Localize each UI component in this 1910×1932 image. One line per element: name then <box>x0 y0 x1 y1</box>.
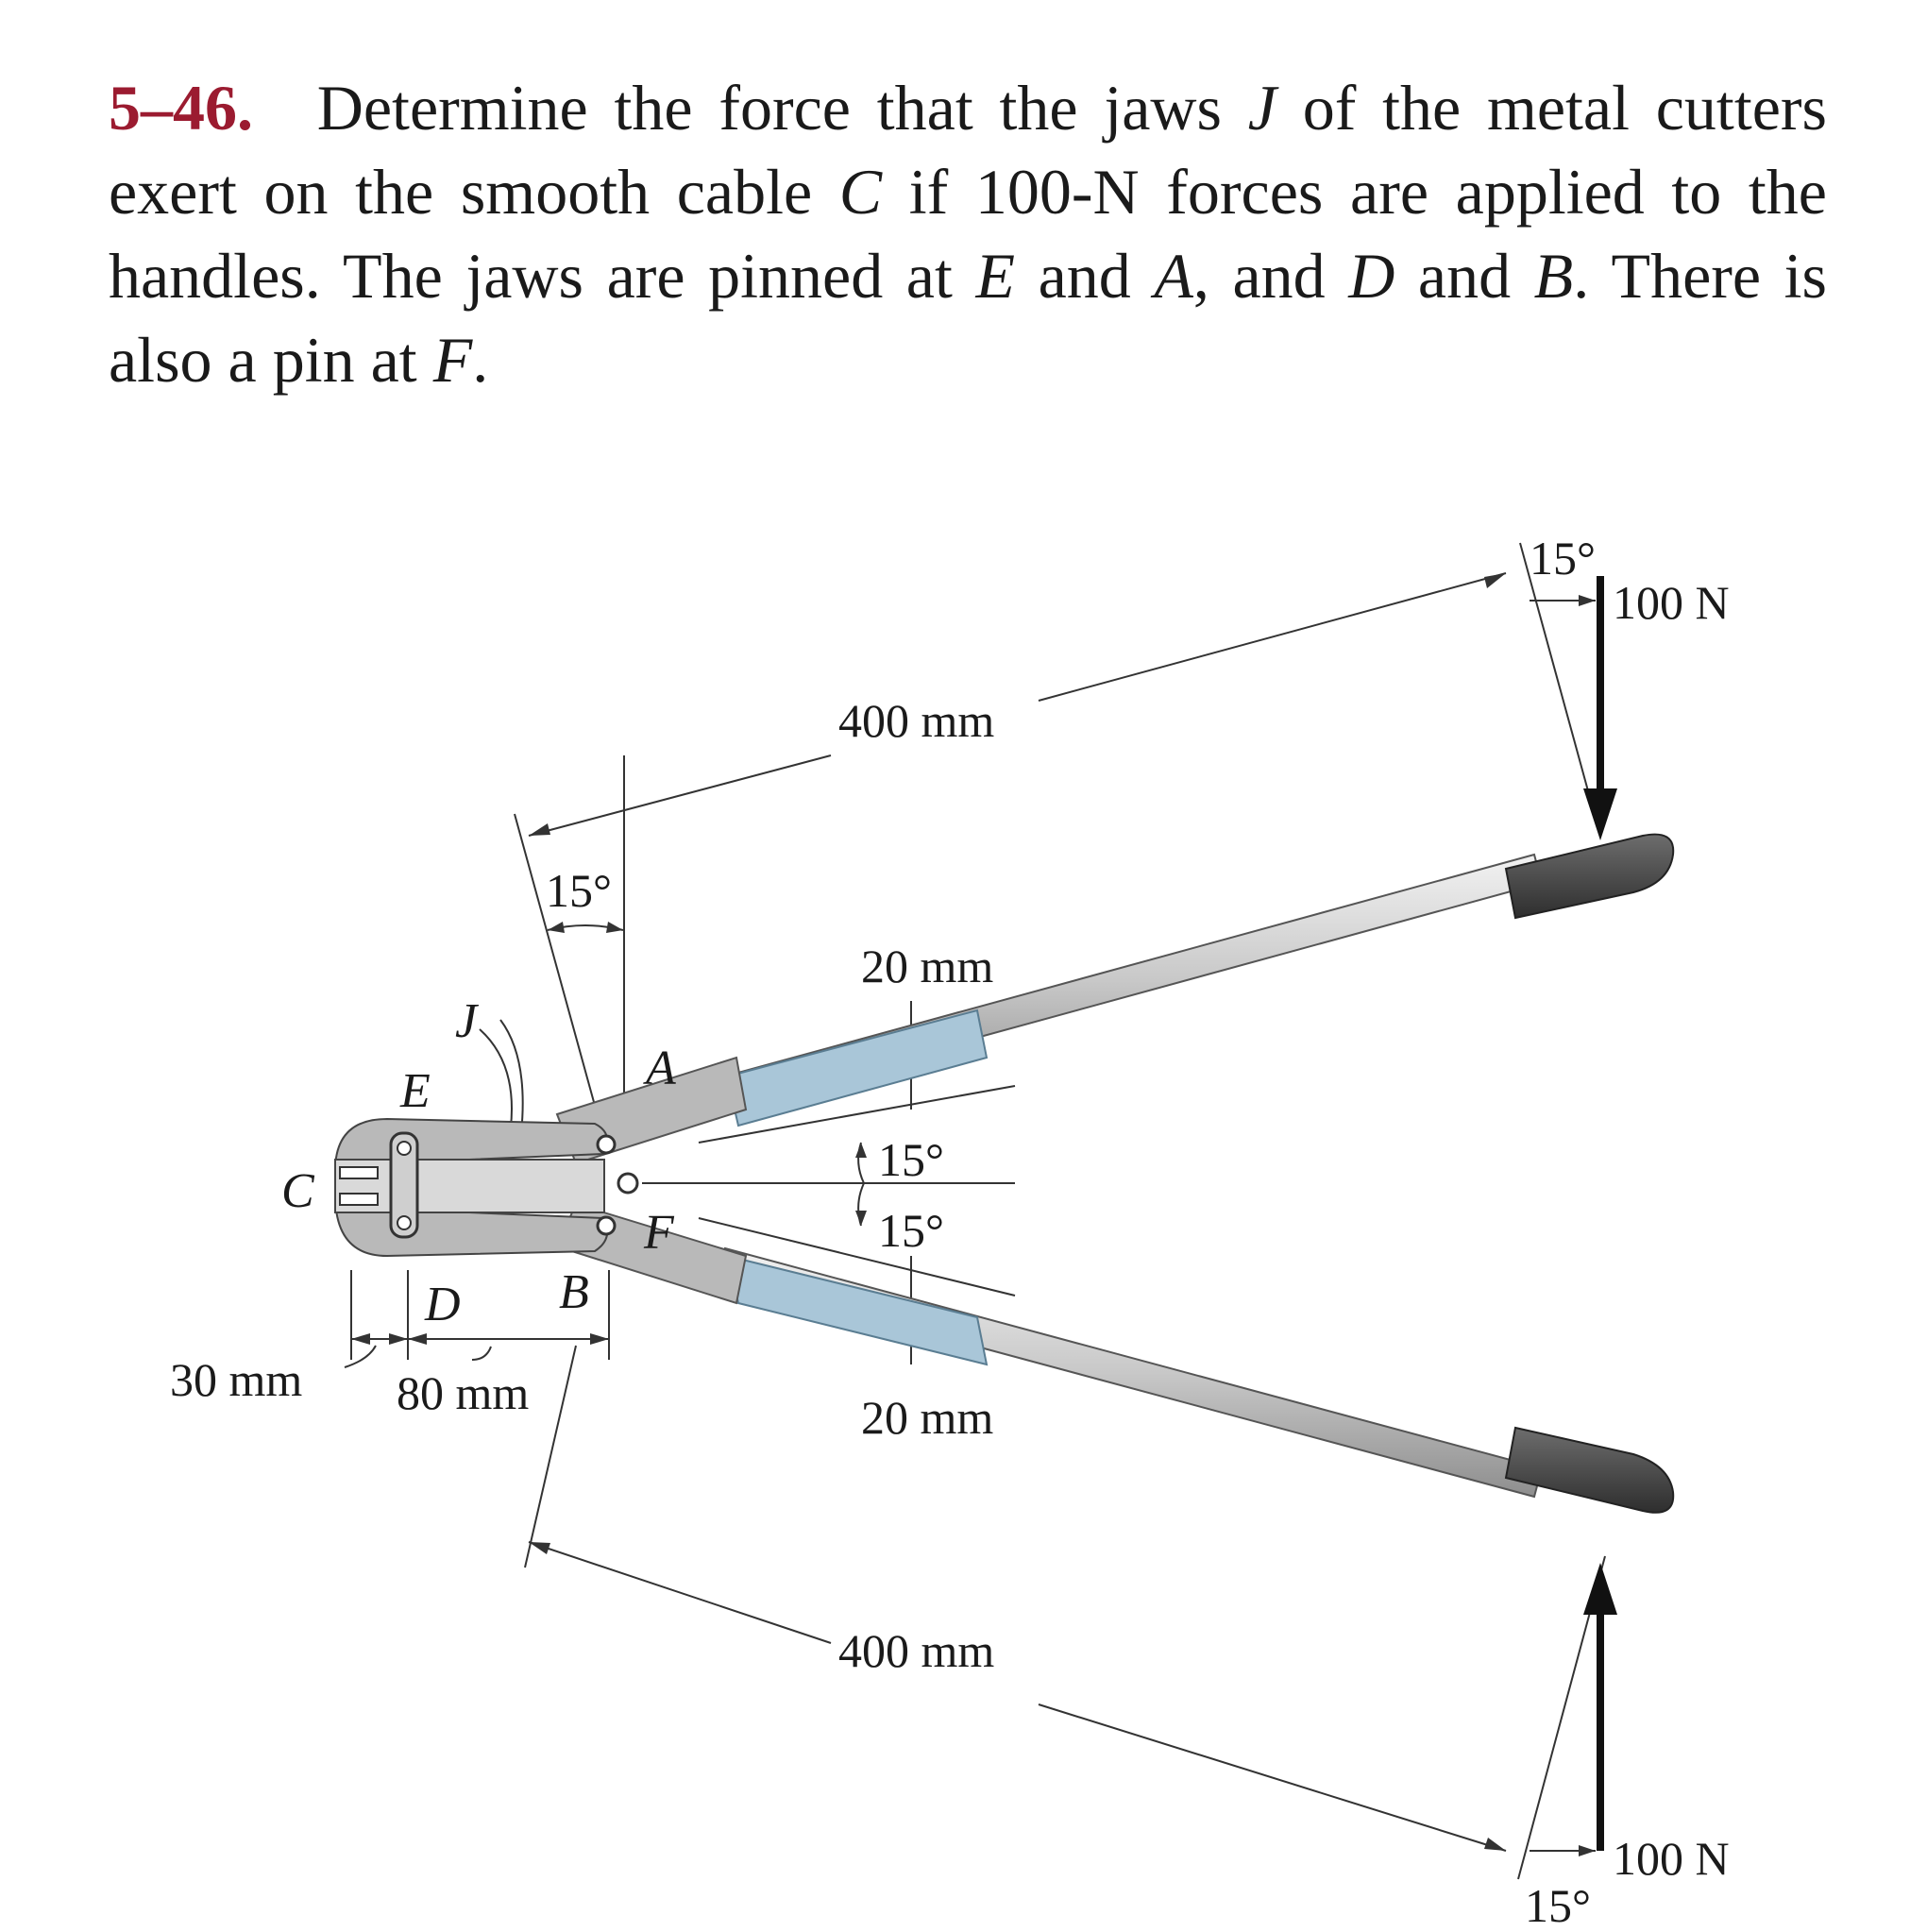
text-segment: if 100-N forces are applied to the handl… <box>109 156 1827 312</box>
text-segment: . There is also a pin at <box>109 240 1828 396</box>
symbol-J: J <box>1247 72 1276 144</box>
dimension-lines <box>344 542 1606 1880</box>
label-C: C <box>281 1164 315 1218</box>
force-top-label: 100 N <box>1613 576 1730 629</box>
problem-statement: 5–46. Determine the force that the jaws … <box>109 66 1827 402</box>
text-segment: of the metal cutters exert on the smooth… <box>109 72 1828 228</box>
length-top-label: 400 mm <box>838 694 994 747</box>
problem-number: 5–46. <box>109 72 253 144</box>
label-A: A <box>643 1042 676 1095</box>
angle-mid-bottom-label: 15° <box>878 1204 944 1257</box>
grip-top-label: 20 mm <box>861 940 993 992</box>
text-segment: , and <box>1192 240 1349 312</box>
text-segment: Determine the force that the jaws <box>291 72 1248 144</box>
text-segment: . <box>472 324 489 396</box>
force-arrow-top <box>1583 576 1617 840</box>
figure-labels: 15° 100 N 400 mm 15° 20 mm J E A C F D B… <box>170 532 1730 1932</box>
symbol-F: F <box>432 324 473 396</box>
label-J: J <box>455 994 480 1048</box>
symbol-B: B <box>1533 240 1574 312</box>
label-B: B <box>559 1265 589 1319</box>
upper-handle <box>555 833 1675 1165</box>
lower-handle <box>555 1202 1675 1514</box>
force-arrow-bottom <box>1583 1563 1617 1851</box>
label-F: F <box>643 1206 675 1260</box>
angle-mid-top-label: 15° <box>878 1133 944 1186</box>
symbol-E: E <box>975 240 1015 312</box>
angle-top-right-label: 15° <box>1530 532 1596 585</box>
text-segment: and <box>1015 240 1155 312</box>
angle-bottom-right-label: 15° <box>1525 1879 1591 1932</box>
force-bottom-label: 100 N <box>1613 1832 1730 1885</box>
symbol-C: C <box>838 156 883 228</box>
jaw-assembly <box>333 1117 639 1258</box>
dim-80-label: 80 mm <box>397 1366 529 1419</box>
dim-30-label: 30 mm <box>170 1353 302 1406</box>
text-segment: and <box>1394 240 1534 312</box>
symbol-A: A <box>1154 240 1193 312</box>
grip-bottom-label: 20 mm <box>861 1391 993 1444</box>
problem-text: Determine the force that the jaws J of t… <box>109 72 1827 396</box>
angle-left-label: 15° <box>546 864 612 917</box>
length-bottom-label: 400 mm <box>838 1624 994 1677</box>
symbol-D: D <box>1348 240 1395 312</box>
label-E: E <box>399 1064 431 1118</box>
label-D: D <box>424 1278 461 1331</box>
